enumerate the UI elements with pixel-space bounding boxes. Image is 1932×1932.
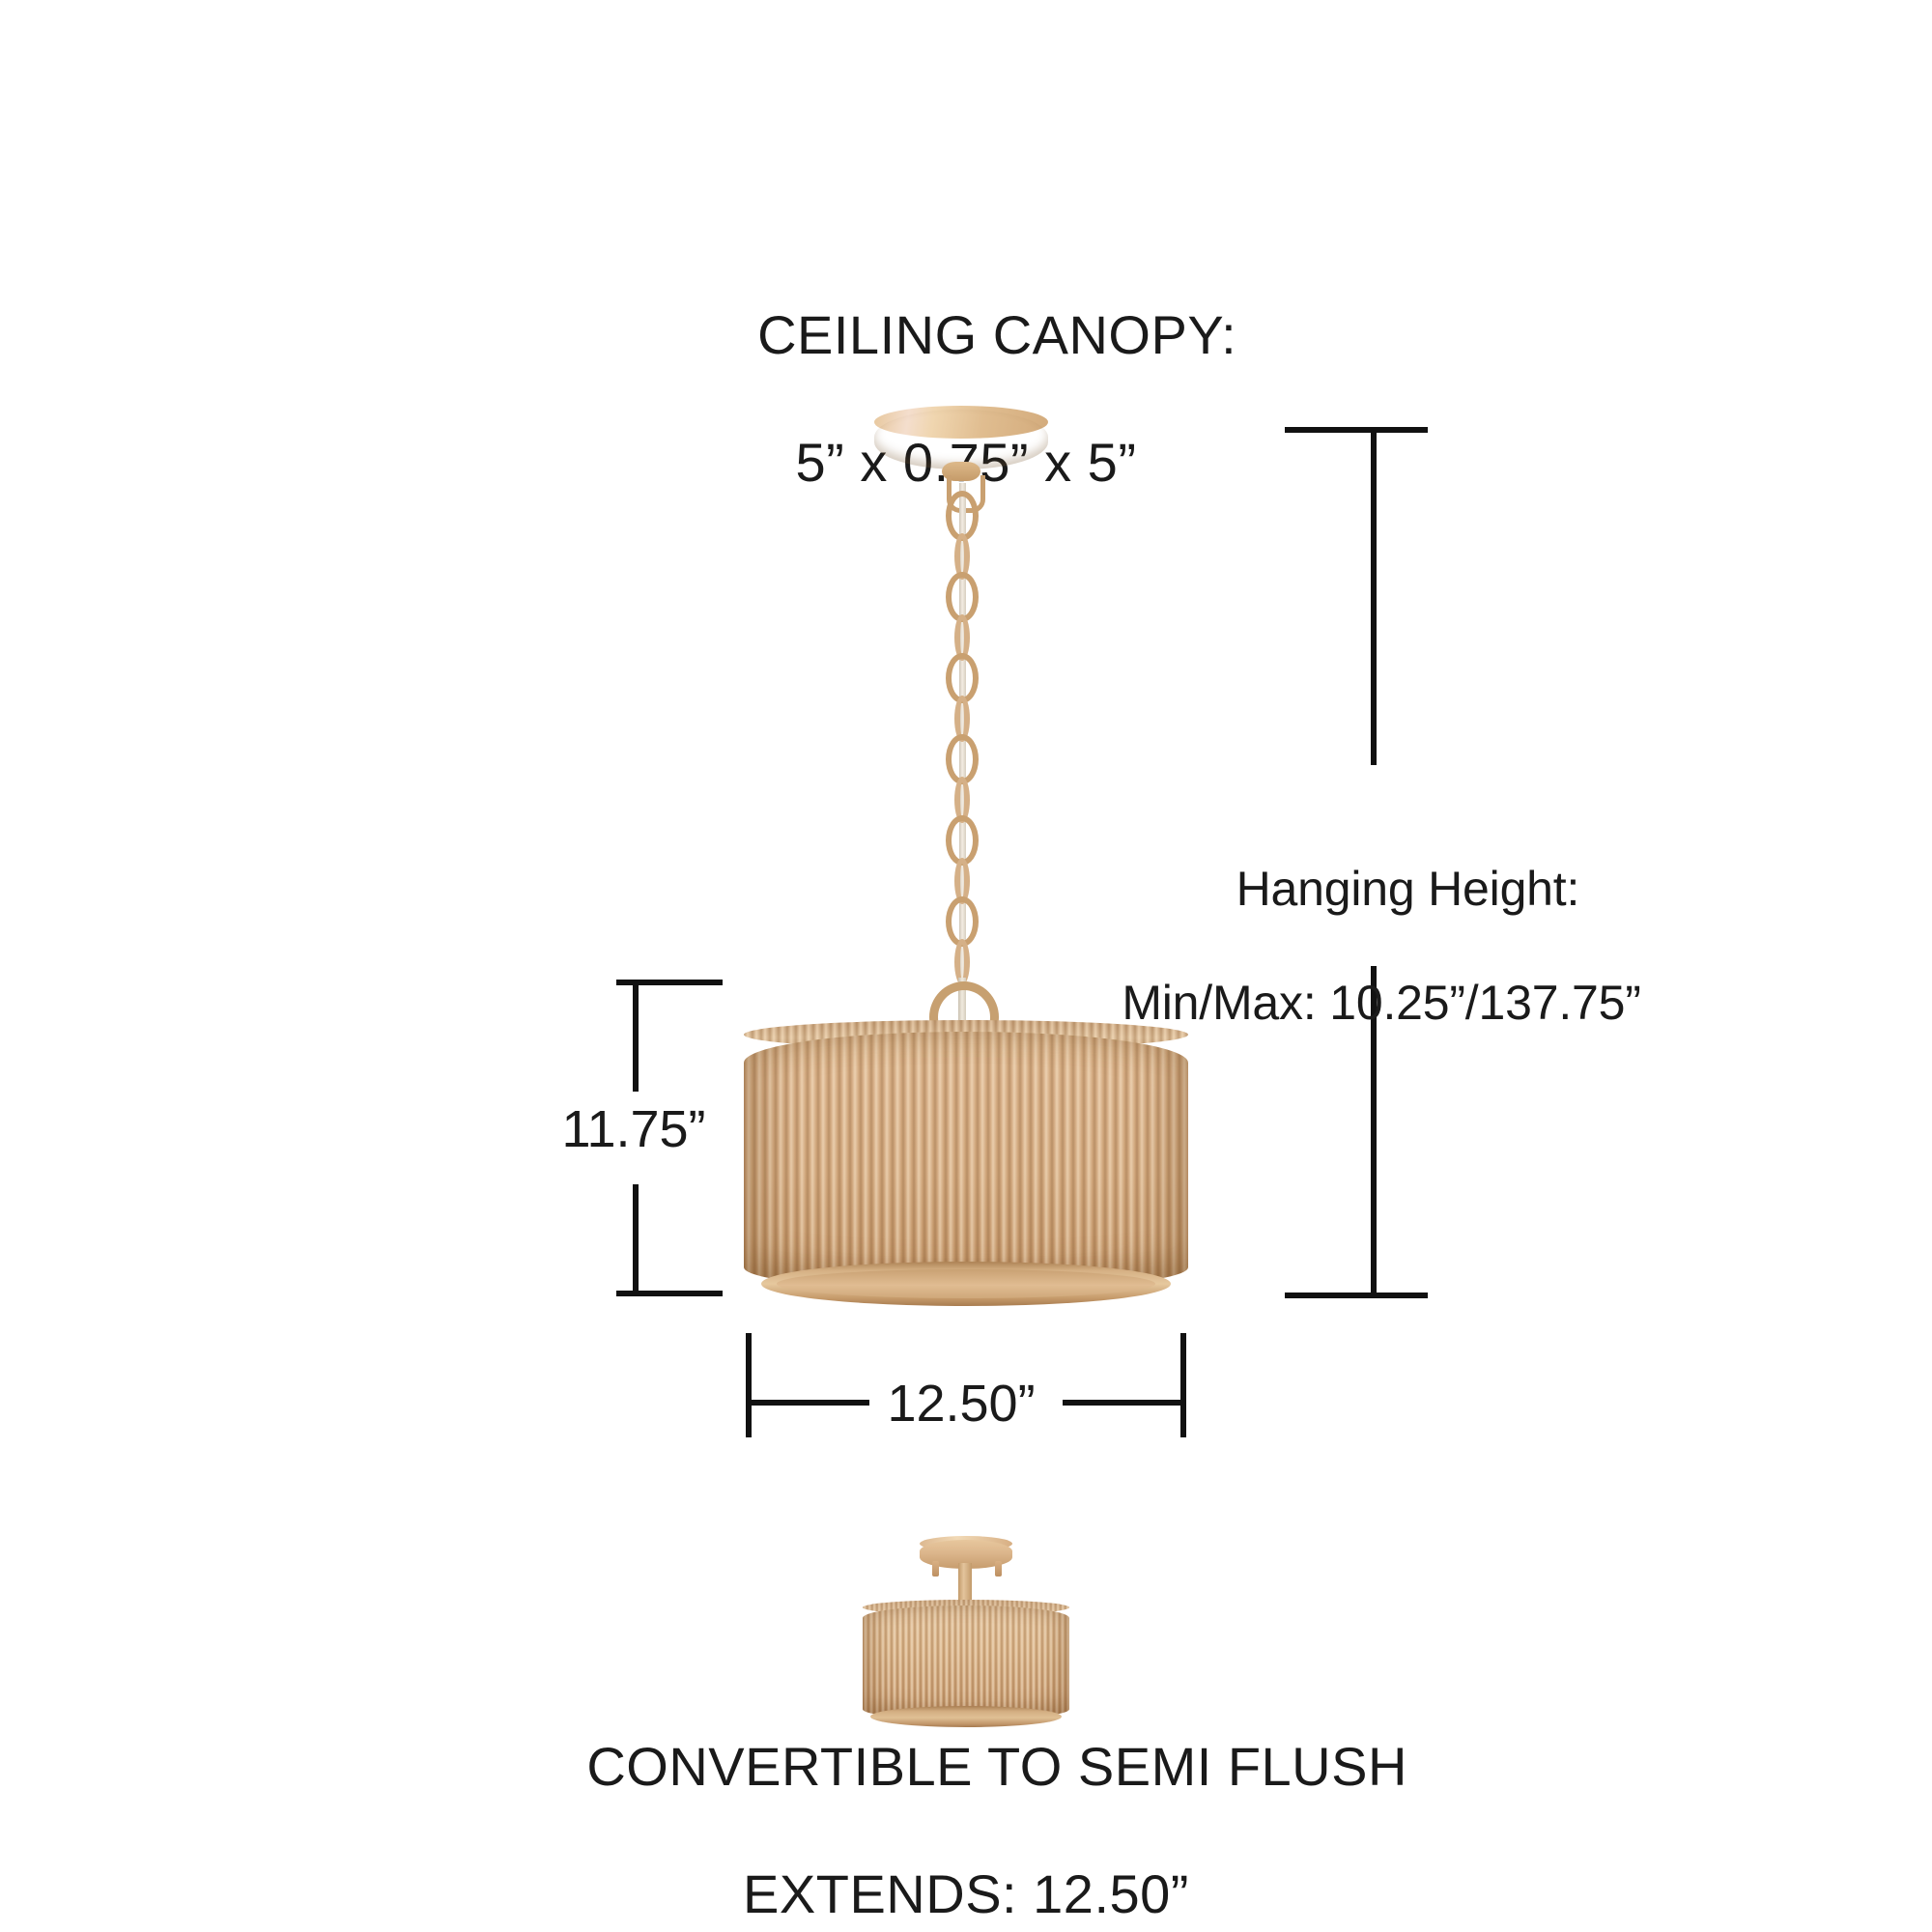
- shade-bottom-inner-rim: [777, 1269, 1155, 1298]
- semi-flush-line1: CONVERTIBLE TO SEMI FLUSH: [586, 1736, 1407, 1798]
- semi-flush-shade-bottom-rim: [870, 1706, 1062, 1727]
- hanging-height-top-tick: [1285, 427, 1428, 433]
- shade-height-bottom-tick: [616, 1291, 723, 1296]
- hanging-height-bottom-tick: [1285, 1293, 1428, 1298]
- hanging-height-upper-line: [1371, 427, 1377, 765]
- semi-flush-fluted-drum-shade: [863, 1600, 1069, 1727]
- semi-flush-label: CONVERTIBLE TO SEMI FLUSH EXTENDS: 12.50…: [0, 1671, 1932, 1932]
- shade-height-upper-line: [633, 980, 639, 1092]
- shade-width-left-line: [746, 1400, 869, 1406]
- hanging-height-title: Hanging Height:: [1236, 862, 1580, 916]
- shade-height-lower-line: [633, 1184, 639, 1296]
- semi-flush-pin: [995, 1561, 1002, 1577]
- shade-width-left-tick: [746, 1333, 752, 1437]
- hanging-height-minmax: Min/Max: 10.25”/137.75”: [1122, 976, 1641, 1030]
- shade-width-right-tick: [1180, 1333, 1186, 1437]
- hanging-chain: [932, 483, 992, 985]
- shade-width-value: 12.50”: [887, 1375, 1036, 1433]
- ceiling-canopy-top-face: [874, 406, 1048, 439]
- pendant-light-illustration: [744, 406, 1188, 1306]
- shade-fluted-body: [744, 1032, 1188, 1291]
- hanging-height-lower-line: [1371, 966, 1377, 1296]
- ceiling-canopy-title: CEILING CANOPY:: [757, 304, 1237, 366]
- semi-flush-line2: EXTENDS: 12.50”: [743, 1863, 1189, 1925]
- shade-height-value: 11.75”: [561, 1100, 706, 1158]
- hanging-height-label: Hanging Height: Min/Max: 10.25”/137.75”: [1082, 804, 1681, 1146]
- fluted-wood-drum-shade: [744, 1020, 1188, 1306]
- semi-flush-pin: [932, 1561, 939, 1577]
- semi-flush-shade-body: [863, 1605, 1069, 1719]
- shade-height-top-tick: [616, 980, 723, 985]
- shade-width-right-line: [1063, 1400, 1186, 1406]
